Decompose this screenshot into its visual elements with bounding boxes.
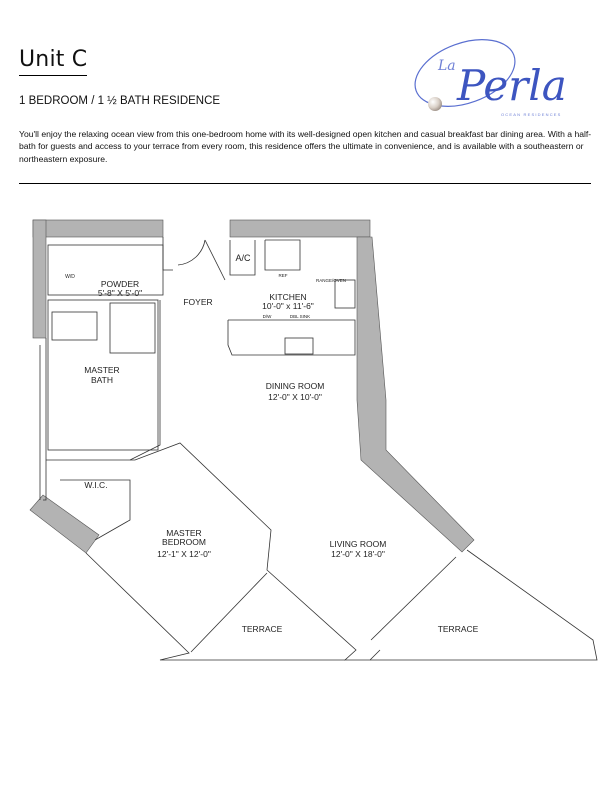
label-wd: W/D: [65, 274, 75, 280]
label-living-dim: 12'-0" X 18'-0": [331, 549, 385, 559]
label-powder: POWDER: [101, 279, 139, 289]
unit-subtitle: 1 BEDROOM / 1 ½ BATH RESIDENCE: [19, 95, 221, 107]
logo-perla: Perla: [456, 61, 567, 110]
label-dining: DINING ROOM: [266, 381, 325, 391]
label-terrace-right: TERRACE: [438, 624, 479, 634]
label-master-bath-1: MASTER: [84, 365, 119, 375]
label-bedroom-1: MASTER: [166, 528, 201, 538]
label-dining-dim: 12'-0" X 10'-0": [268, 392, 322, 402]
label-master-bath-2: BATH: [91, 375, 113, 385]
label-kitchen-dim: 10'-0" x 11'-6": [262, 301, 314, 311]
logo-tagline: OCEAN RESIDENCES: [501, 112, 562, 117]
logo-la: La: [437, 58, 456, 74]
floor-plan: W/D POWDER 5'-8" X 5'-0" A/C REF RANGE/O…: [29, 219, 598, 661]
pearl-icon: [428, 97, 442, 111]
label-terrace-left: TERRACE: [242, 624, 283, 634]
label-sink: DBL SINK: [290, 314, 310, 319]
label-living: LIVING ROOM: [330, 539, 387, 549]
label-range: RANGE/OVEN: [316, 278, 346, 283]
la-perla-logo: La Perla OCEAN RESIDENCES: [414, 39, 567, 117]
label-kitchen: KITCHEN: [269, 292, 306, 302]
divider: [19, 183, 591, 184]
label-dw: D/W: [263, 314, 273, 319]
label-powder-dim: 5'-8" X 5'-0": [98, 288, 142, 298]
walls: [29, 219, 475, 554]
label-ac: A/C: [235, 253, 251, 263]
label-wic: W.I.C.: [84, 480, 107, 490]
unit-description: You'll enjoy the relaxing ocean view fro…: [19, 129, 592, 164]
label-foyer: FOYER: [183, 297, 212, 307]
page-title: Unit C: [19, 47, 88, 76]
label-bedroom-dim: 12'-1" X 12'-0": [157, 549, 211, 559]
wall-lines: [39, 237, 598, 661]
label-ref: REF: [279, 273, 288, 278]
logo-swirl: [414, 39, 516, 107]
label-bedroom-2: BEDROOM: [162, 537, 206, 547]
